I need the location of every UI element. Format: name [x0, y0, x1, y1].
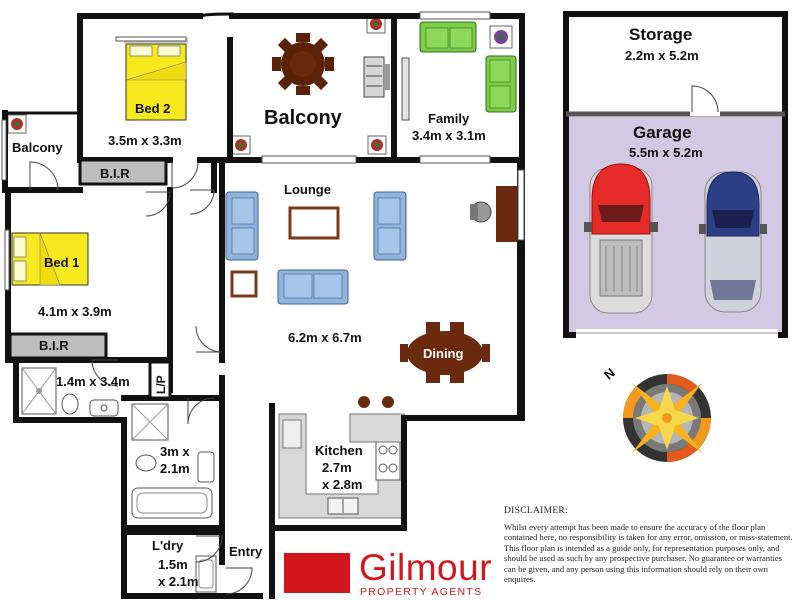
- kitchen-size-line1: 2.7m: [322, 460, 352, 475]
- kitchen-bench-icon: [278, 413, 405, 519]
- tv-unit-icon: [401, 57, 410, 121]
- desk-icon: [496, 186, 518, 242]
- family-sofa-icon: [419, 21, 517, 113]
- storage-size: 2.2m x 5.2m: [625, 48, 699, 63]
- disclaimer-text: Whilst every attempt has been made to en…: [504, 521, 793, 585]
- disclaimer: DISCLAIMER: Whilst every attempt has bee…: [504, 506, 796, 585]
- gilmour-logo: Gilmour PROPERTY AGENTS: [284, 547, 506, 599]
- balcony-side-name: Balcony: [12, 140, 63, 155]
- family-size: 3.4m x 3.1m: [412, 128, 486, 143]
- bir-top-label: B.I.R: [100, 166, 130, 181]
- laundry-size-line2: x 2.1m: [158, 574, 198, 589]
- lounge-sofa-icon: [225, 191, 407, 305]
- garage-name: Garage: [633, 123, 692, 142]
- side-table-icon: [230, 270, 258, 298]
- logo-red-square: [284, 553, 350, 593]
- doors: [29, 161, 253, 595]
- garage-size: 5.5m x 5.2m: [629, 145, 703, 160]
- lp-cupboard: [148, 360, 172, 400]
- bed-2-icon: [124, 38, 188, 121]
- laundry-name: L'dry: [152, 538, 184, 553]
- bar-stool-icon: [358, 396, 394, 408]
- office-chair-icon: [470, 201, 492, 223]
- bed2-name: Bed 2: [135, 101, 170, 116]
- ensuite-fixtures-icon: [21, 367, 119, 417]
- bed2-size: 3.5m x 3.3m: [108, 133, 182, 148]
- car-red-icon: [584, 163, 658, 314]
- plant-icon: [7, 14, 513, 155]
- lounge-size: 6.2m x 6.7m: [288, 330, 362, 345]
- bath-size-line2: 2.1m: [160, 461, 190, 476]
- kitchen-size-line2: x 2.8m: [322, 477, 362, 492]
- brand-name: Gilmour: [359, 547, 493, 588]
- family-name: Family: [428, 111, 470, 126]
- bir-top: [78, 158, 168, 186]
- balcony-main-name: Balcony: [264, 107, 343, 129]
- disclaimer-title: DISCLAIMER:: [504, 506, 568, 516]
- bbq-icon: [363, 56, 390, 98]
- dining-table-icon: [400, 322, 490, 383]
- windows: [1, 11, 525, 291]
- bathroom-fixtures-icon: [131, 403, 215, 519]
- lp-label: L/P: [154, 375, 168, 394]
- coffee-table-icon: [288, 206, 340, 240]
- kitchen-name: Kitchen: [315, 443, 363, 458]
- car-blue-icon: [699, 171, 767, 313]
- compass-north-label: N: [601, 365, 618, 383]
- entry-name: Entry: [229, 544, 263, 559]
- storage-name: Storage: [629, 25, 692, 44]
- balcony-table-icon: [272, 33, 334, 95]
- laundry-size-line1: 1.5m: [158, 557, 188, 572]
- compass-icon: [623, 374, 711, 462]
- bir-bottom: [8, 332, 108, 360]
- lounge-name: Lounge: [284, 182, 331, 197]
- dining-name: Dining: [423, 346, 463, 361]
- bed1-size: 4.1m x 3.9m: [38, 304, 112, 319]
- brand-tagline: PROPERTY AGENTS: [360, 586, 483, 598]
- bir-bottom-label: B.I.R: [39, 338, 69, 353]
- laundry-tub-icon: [195, 555, 217, 593]
- bed-1-icon: [11, 232, 89, 286]
- bath-size-line1: 3m x: [160, 444, 190, 459]
- bed1-name: Bed 1: [44, 255, 79, 270]
- ensuite-size: 1.4m x 3.4m: [56, 374, 130, 389]
